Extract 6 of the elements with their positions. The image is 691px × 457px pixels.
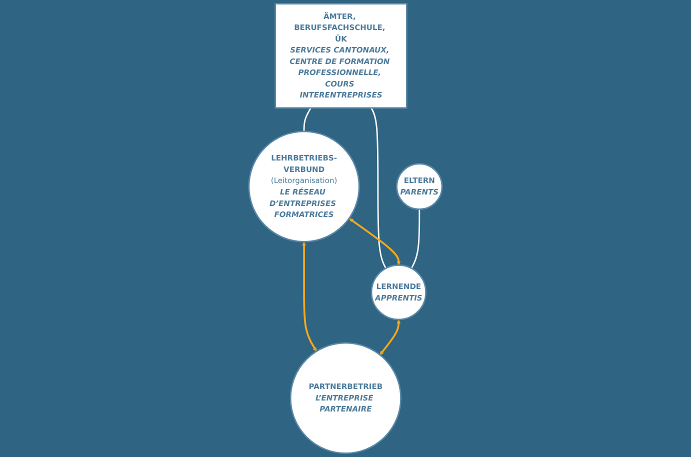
connector	[303, 108, 312, 132]
connector	[410, 209, 420, 269]
arrow	[380, 320, 401, 356]
connector	[370, 108, 387, 269]
arrow	[349, 218, 401, 266]
arrow	[302, 242, 317, 352]
